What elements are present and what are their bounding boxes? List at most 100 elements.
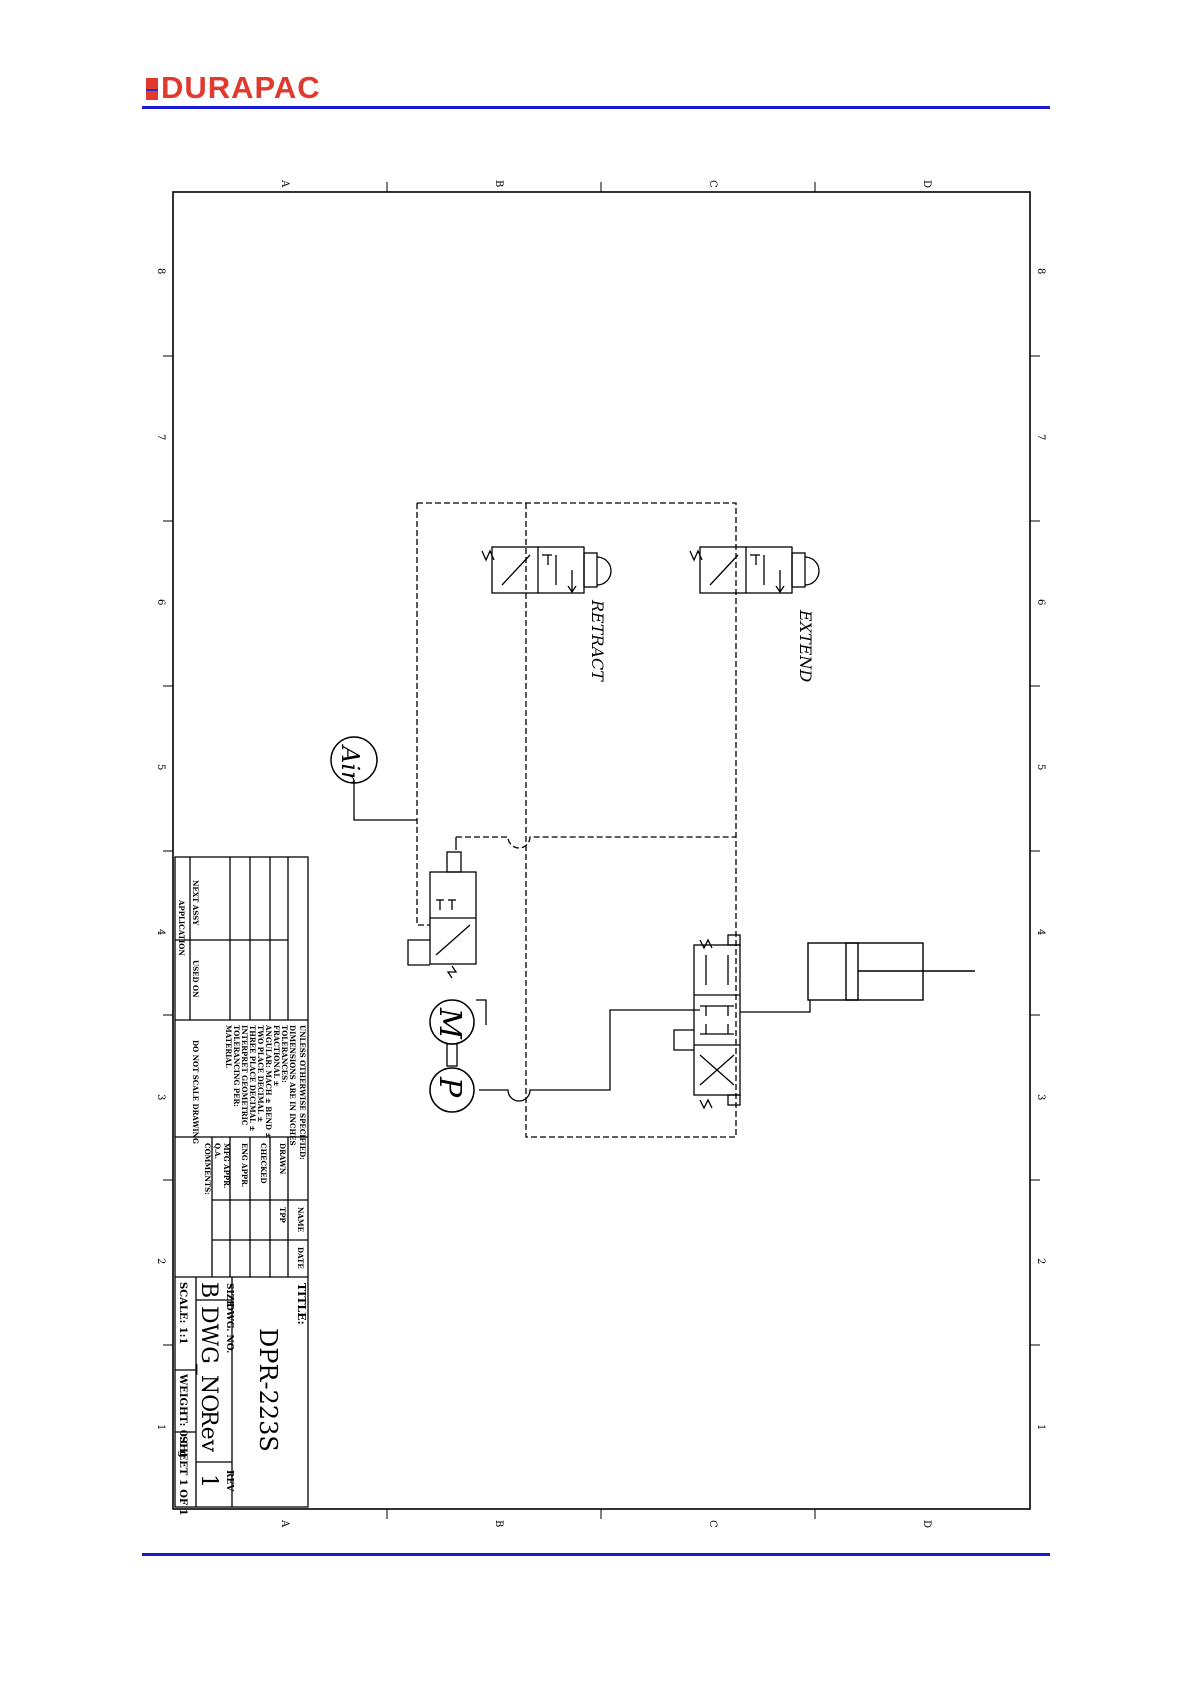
date-column-header: DATE (296, 1247, 305, 1269)
zone-number: 8 (1035, 268, 1046, 274)
zone-number: 2 (1035, 1258, 1046, 1264)
title-block-frame (174, 856, 309, 1508)
header-rule (142, 106, 1050, 109)
zone-numbers-right: 8 7 6 5 4 3 2 1 (1035, 268, 1046, 1430)
zone-number: 3 (155, 1094, 166, 1100)
zone-letter: C (707, 1520, 718, 1528)
next-assy-label: NEXT ASSY (191, 880, 200, 926)
directional-control-valve (673, 934, 741, 1110)
spec-line: MATERIAL (224, 1025, 233, 1068)
zone-numbers-left: 8 7 6 5 4 3 2 1 (155, 268, 166, 1430)
spec-line: INTERPRET GEOMETRIC (240, 1025, 249, 1126)
motor-pump-coupling (446, 1043, 458, 1067)
retract-valve (481, 546, 612, 594)
air-label: Air (336, 744, 364, 784)
comments-row: COMMENTS: (203, 1143, 212, 1195)
zone-number: 2 (155, 1258, 166, 1264)
scale-value: SCALE: 1:1 (177, 1282, 188, 1344)
application-label: APPLICATION (177, 899, 186, 956)
zone-number: 1 (1035, 1424, 1046, 1430)
zone-letter: A (279, 179, 290, 188)
zone-letter: D (921, 1520, 932, 1528)
eng-appr-row: ENG APPR. (240, 1143, 249, 1187)
mfg-appr-row: MFG APPR. (222, 1143, 231, 1188)
weight-value: WEIGHT: 0.0 g (177, 1373, 188, 1458)
zone-letter: A (279, 1519, 290, 1528)
motor-label: M (432, 1007, 467, 1040)
rev-label: REV (224, 1470, 234, 1492)
drawing-title: DPR-223S (254, 1328, 282, 1452)
size-label: SIZE (224, 1283, 234, 1307)
footer-rule (142, 1553, 1050, 1556)
zone-letter: C (707, 180, 718, 188)
zone-letter: B (493, 180, 504, 187)
zone-ticks (163, 182, 1040, 1519)
title-block-main: TITLE: DPR-223S SIZE DWG. NO. B DWG_NO R… (177, 1282, 308, 1516)
retract-label: RETRACT (588, 599, 607, 682)
spec-line: ANGULAR: MACH ± BEND ± (264, 1024, 273, 1138)
title-block-text: NEXT ASSY USED ON APPLICATION UNLESS OTH… (177, 880, 307, 1269)
pilot-actuator (446, 851, 462, 873)
zone-number: 4 (155, 929, 166, 935)
logo-mark-icon (146, 78, 158, 100)
drawn-by-value: TPP (278, 1207, 287, 1223)
pilot-line-loop (417, 502, 737, 1138)
extend-pushbutton-icon (804, 556, 820, 586)
schematic-lines (353, 502, 811, 1138)
rev-value: 1 (196, 1474, 221, 1488)
title-block (174, 856, 309, 1508)
retract-pushbutton-icon (596, 556, 612, 586)
zone-number: 1 (155, 1424, 166, 1430)
pilot-crossover (456, 836, 736, 849)
zone-letters-bottom: A B C D (279, 1519, 932, 1528)
zone-number: 6 (155, 599, 166, 605)
used-on-label: USED ON (191, 960, 200, 998)
pump-pressure-line (479, 1009, 700, 1102)
zone-number: 4 (1035, 929, 1046, 935)
dwg-no-value: DWG_NO (196, 1306, 221, 1412)
title-label: TITLE: (295, 1283, 308, 1325)
air-supply-line (353, 783, 417, 821)
pump-label: P (432, 1076, 467, 1098)
cylinder-line (740, 1000, 811, 1013)
zone-number: 3 (1035, 1094, 1046, 1100)
extend-valve (689, 546, 820, 594)
zone-letter: D (921, 180, 932, 188)
directional-valve-body (693, 944, 741, 1096)
zone-number: 5 (155, 764, 166, 770)
qa-row: Q.A. (213, 1143, 222, 1159)
size-value: B (196, 1282, 221, 1298)
do-not-scale-label: DO NOT SCALE DRAWING (191, 1040, 200, 1144)
dwg-no-label: DWG. NO. (224, 1303, 234, 1353)
pilot-operated-valve (407, 851, 477, 979)
spec-line: TOLERANCING PER: (232, 1025, 241, 1107)
rev-text: Rev (196, 1410, 221, 1453)
motor-link (476, 999, 487, 1022)
zone-number: 6 (1035, 599, 1046, 605)
spec-line: UNLESS OTHERWISE SPECIFIED: (298, 1025, 307, 1160)
pump-icon (429, 1067, 475, 1113)
logo-text: DURAPAC (161, 70, 321, 105)
name-column-header: NAME (296, 1207, 305, 1232)
spec-line: THREE PLACE DECIMAL ± (248, 1025, 257, 1131)
spec-line: TWO PLACE DECIMAL ± (256, 1025, 265, 1122)
zone-number: 5 (1035, 764, 1046, 770)
zone-number: 7 (155, 434, 166, 440)
drawn-row: DRAWN (278, 1143, 287, 1175)
zone-letter: B (493, 1520, 504, 1527)
zone-letters-top: A B C D (279, 179, 932, 188)
checked-row: CHECKED (259, 1143, 268, 1184)
spec-line: DIMENSIONS ARE IN INCHES (288, 1025, 297, 1146)
durapac-logo: DURAPAC (146, 70, 321, 106)
pilot-supply-line (416, 503, 430, 926)
zone-number: 8 (155, 268, 166, 274)
air-source-icon (330, 736, 378, 784)
zone-number: 7 (1035, 434, 1046, 440)
spec-line: TOLERANCES: (280, 1025, 289, 1083)
hydraulic-cylinder (807, 942, 975, 1001)
spec-line: FRACTIONAL ± (272, 1025, 281, 1087)
sheet-value: SHEET 1 OF 1 (177, 1436, 188, 1516)
extend-label: EXTEND (796, 609, 815, 682)
cylinder-piston (845, 942, 859, 1001)
